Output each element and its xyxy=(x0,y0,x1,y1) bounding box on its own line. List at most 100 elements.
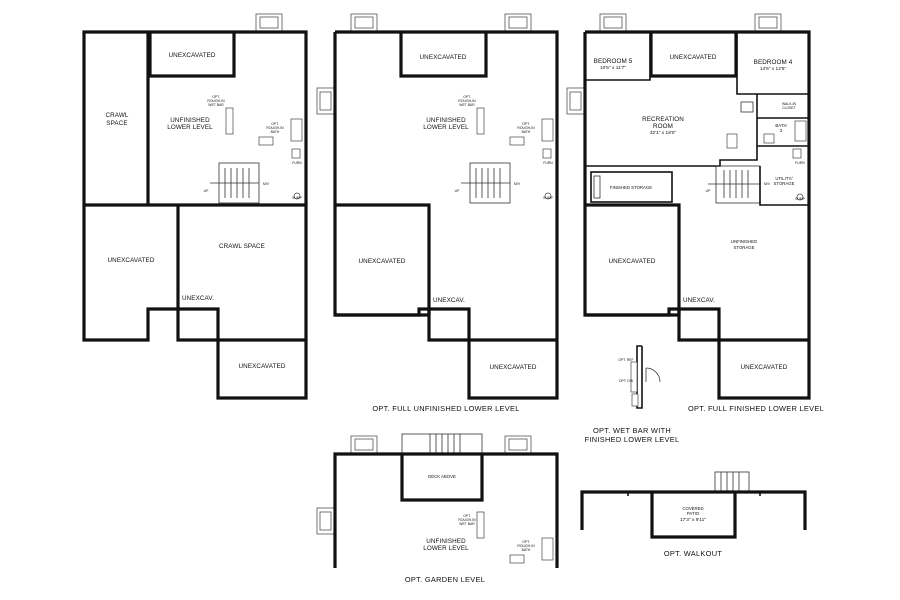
plan-garden-level: DECK ABOVE UNFINISHED LOWER LEVEL OPT. R… xyxy=(316,433,559,584)
unexcavated-label: UNEXCAVATED xyxy=(169,52,216,59)
wet-bar-fixture xyxy=(225,107,234,135)
plan-walkout: COVERED PATIO 17'3" x 9'11" OPT. WALKOUT xyxy=(580,471,807,558)
plan-full-finished: BEDROOM 5 10'5" x 11'7" UNEXCAVATED BEDR… xyxy=(566,13,824,413)
opt-ref-label: OPT. REF xyxy=(618,358,633,362)
wet-bar-title-2: FINISHED LOWER LEVEL xyxy=(585,435,680,444)
up-label: UP xyxy=(706,189,711,193)
window-well-inner xyxy=(758,16,778,29)
unexcavated-left-label: UNEXCAVATED xyxy=(359,258,406,265)
vanity-fixture xyxy=(509,136,525,146)
unfinished-label: UNFINISHED xyxy=(426,538,466,545)
mv-label: M/V xyxy=(764,182,771,186)
window-well-inner xyxy=(354,438,374,451)
unexcavated-bottom-label: UNEXCAVATED xyxy=(490,364,537,371)
furnace xyxy=(792,148,802,159)
wet-bar-wall xyxy=(636,345,643,409)
bath-label-3: BATH xyxy=(271,130,280,134)
finished-storage-label: FINISHED STORAGE xyxy=(610,185,652,190)
bedroom4-label: BEDROOM 4 xyxy=(754,59,793,66)
unexcavated-wall-left xyxy=(335,203,431,315)
sump-label: SUMP xyxy=(292,196,303,200)
unexcav-small-label: UNEXCAV. xyxy=(433,297,465,304)
sump-pit xyxy=(544,192,552,200)
rec-room-label: RECREATION xyxy=(642,116,684,123)
exterior-wall xyxy=(82,30,308,400)
plan-title: OPT. GARDEN LEVEL xyxy=(405,575,485,584)
patio-stair xyxy=(714,471,750,493)
window-well-side-inner xyxy=(569,91,582,111)
plan-full-unfinished: UNEXCAVATED UNFINISHED LOWER LEVEL OPT. … xyxy=(316,13,559,413)
up-label: UP xyxy=(455,189,460,193)
shower xyxy=(794,120,807,142)
deck-above-wall xyxy=(400,454,484,502)
unfinished-storage-label-2: STORAGE xyxy=(734,245,755,250)
utility-wall xyxy=(759,166,809,206)
exterior-wall xyxy=(580,490,807,530)
wet-bar-label-2: ROUGH-IN xyxy=(458,99,476,103)
unfinished-label: UNFINISHED xyxy=(170,117,210,124)
wet-bar-label-2: ROUGH-IN xyxy=(207,99,225,103)
wet-bar-counter xyxy=(630,361,638,393)
plan-crawl-space-option: CRAWL SPACE UNEXCAVATED UNFINISHED LOWER… xyxy=(82,13,308,400)
bath-label-3: BATH xyxy=(522,548,531,552)
covered-patio-label-2: PATIO xyxy=(687,511,700,516)
unexcavated-label: UNEXCAVATED xyxy=(420,54,467,61)
bath-fixture xyxy=(541,537,554,561)
furnace xyxy=(542,148,552,159)
unfinished-storage-label: UNFINISHED xyxy=(731,239,757,244)
window-well-inner xyxy=(508,438,528,451)
bath-label: OPT. xyxy=(522,122,530,126)
wet-bar-label: OPT. xyxy=(212,95,220,99)
opt-dw-label: OPT. DW xyxy=(619,379,634,383)
unfinished-label-2: LOWER LEVEL xyxy=(423,124,469,131)
walkin-label: WALK-IN xyxy=(782,102,797,106)
wet-bar-label: OPT. xyxy=(463,95,471,99)
utility-label: UTILITY/ xyxy=(775,176,793,181)
furnace xyxy=(291,148,301,159)
exterior-wall xyxy=(333,30,559,400)
plan-title: OPT. FULL FINISHED LOWER LEVEL xyxy=(688,404,824,413)
window-well-inner xyxy=(259,16,279,29)
unfinished-label: UNFINISHED xyxy=(426,117,466,124)
plan-title: OPT. WALKOUT xyxy=(664,549,723,558)
unexcav-wall xyxy=(178,307,220,340)
wet-bar-fixture xyxy=(476,107,485,135)
furn-label: FURN xyxy=(543,161,553,165)
finished-storage-wall xyxy=(590,171,673,203)
bath-label-2: ROUGH-IN xyxy=(517,544,535,548)
unexcav-wall xyxy=(679,307,809,342)
sump-pit xyxy=(293,192,301,200)
window-well-side-inner xyxy=(319,91,332,111)
bath-label-2: 3 xyxy=(780,128,783,133)
sump-pit xyxy=(796,193,804,201)
window-well-inner xyxy=(508,16,528,29)
bath-fixture xyxy=(541,118,554,142)
unexcavated-wall xyxy=(399,32,488,78)
unexcav-wall xyxy=(429,307,557,342)
unexcavated-left-label: UNEXCAVATED xyxy=(609,258,656,265)
bath-fixture xyxy=(290,118,303,142)
window-well-inner xyxy=(354,16,374,29)
bedroom4-wall xyxy=(736,32,809,95)
utility-label-2: STORAGE xyxy=(774,181,795,186)
exterior-wall xyxy=(333,452,559,568)
furn-label: FURN xyxy=(795,161,805,165)
rec-room-wall xyxy=(585,146,758,167)
bedroom5-wall xyxy=(585,32,651,81)
crawl-space-label-2: SPACE xyxy=(106,120,127,127)
mv-label: M/V xyxy=(263,182,270,186)
sump-label: SUMP xyxy=(795,197,806,201)
plan-wet-bar-detail: OPT. REF OPT. DW OPT. WET BAR WITH FINIS… xyxy=(585,345,680,444)
window-well-inner xyxy=(603,16,623,29)
furn-label: FURN xyxy=(292,161,302,165)
stair xyxy=(715,165,761,204)
bath-label: BATH xyxy=(775,123,786,128)
patio-wall xyxy=(650,492,737,539)
unexcavated-bottom-label: UNEXCAVATED xyxy=(239,363,286,370)
wet-bar-label: OPT. xyxy=(463,514,471,518)
bedroom4-dim: 14'5" x 12'5" xyxy=(760,66,787,72)
rec-room-dim: 32'1" x 18'0" xyxy=(650,130,677,136)
up-label: UP xyxy=(204,189,209,193)
wet-bar-label-3: WET BAR xyxy=(208,103,224,107)
